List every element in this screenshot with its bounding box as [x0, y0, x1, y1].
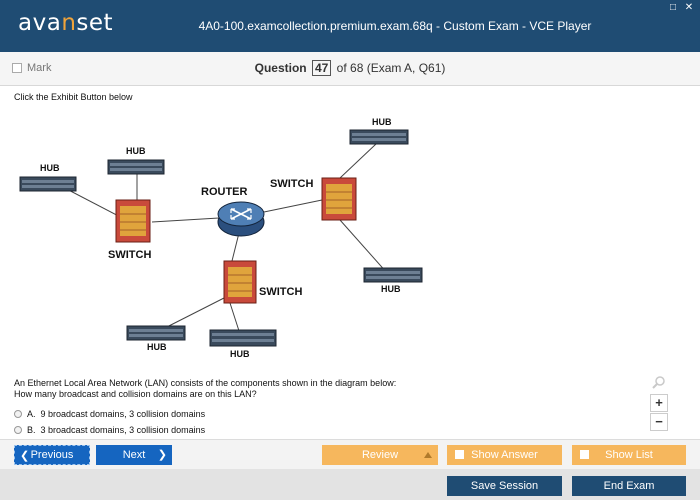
zoom-out-button[interactable]: −	[650, 413, 668, 431]
answer-option-b[interactable]: B. 3 broadcast domains, 3 collision doma…	[14, 425, 205, 435]
svg-text:HUB: HUB	[230, 349, 250, 359]
save-session-button[interactable]: Save Session	[447, 476, 562, 496]
show-list-label: Show List	[605, 449, 653, 461]
window-title: 4A0-100.examcollection.premium.exam.68q …	[198, 19, 592, 33]
question-number-box[interactable]: 47	[311, 60, 332, 76]
end-exam-button[interactable]: End Exam	[572, 476, 686, 496]
close-icon[interactable]: ✕	[684, 2, 694, 13]
svg-text:HUB: HUB	[147, 342, 167, 352]
show-list-button[interactable]: Show List	[572, 445, 686, 465]
svg-text:HUB: HUB	[126, 146, 146, 156]
question-counter: Question 47 of 68 (Exam A, Q61)	[0, 60, 700, 76]
show-answer-button[interactable]: Show Answer	[447, 445, 562, 465]
hub-top-left: HUB	[19, 163, 77, 192]
hub-top-center: HUB	[107, 146, 165, 175]
show-answer-label: Show Answer	[471, 449, 538, 461]
radio-button[interactable]	[14, 410, 22, 418]
network-exhibit-diagram: HUB HUB HUB HUB	[19, 117, 423, 359]
hub-bottom-center: HUB	[209, 329, 277, 359]
hub-top-right: HUB	[349, 117, 409, 145]
mark-label: Mark	[27, 62, 52, 74]
checkbox-icon[interactable]	[12, 63, 22, 73]
navigation-bar: ❮ Previous Next ❯ Review Show Answer Sho…	[0, 439, 700, 469]
option-text: 3 broadcast domains, 3 collision domains	[40, 425, 206, 435]
svg-text:HUB: HUB	[372, 117, 392, 127]
svg-text:SWITCH: SWITCH	[270, 178, 313, 190]
title-bar: avanset 4A0-100.examcollection.premium.e…	[0, 0, 700, 52]
next-button[interactable]: Next ❯	[96, 445, 172, 465]
svg-text:HUB: HUB	[40, 163, 60, 173]
switch-bottom: SWITCH	[223, 260, 302, 304]
mark-checkbox[interactable]: Mark	[12, 62, 51, 74]
window-controls: □ ✕	[668, 3, 694, 13]
previous-label: Previous	[30, 449, 74, 461]
review-button[interactable]: Review	[322, 445, 438, 465]
network-links	[56, 143, 389, 335]
svg-text:ROUTER: ROUTER	[201, 186, 248, 198]
bottom-bar: Save Session End Exam	[0, 469, 700, 500]
checkbox-icon[interactable]	[580, 450, 589, 459]
answer-option-a[interactable]: A. 9 broadcast domains, 3 collision doma…	[14, 409, 205, 419]
svg-text:SWITCH: SWITCH	[259, 286, 302, 298]
option-letter: B.	[27, 425, 36, 435]
question-header: Mark Question 47 of 68 (Exam A, Q61)	[0, 52, 700, 86]
svg-text:SWITCH: SWITCH	[108, 249, 151, 261]
next-label: Next	[122, 449, 146, 461]
chevron-left-icon: ❮	[20, 450, 30, 462]
svg-text:HUB: HUB	[381, 284, 401, 294]
question-line-2: How many broadcast and collision domains…	[14, 389, 257, 399]
zoom-in-button[interactable]: +	[650, 394, 668, 412]
avanset-logo: avanset	[18, 10, 114, 36]
previous-button[interactable]: ❮ Previous	[14, 445, 90, 465]
router: ROUTER	[201, 186, 265, 237]
radio-button[interactable]	[14, 426, 22, 434]
question-total: of 68 (Exam A, Q61)	[336, 61, 446, 75]
option-text: 9 broadcast domains, 3 collision domains	[40, 409, 206, 419]
question-label: Question	[254, 61, 307, 75]
switch-right: SWITCH	[270, 177, 357, 221]
exhibit-instruction: Click the Exhibit Button below	[14, 92, 133, 102]
zoom-search-icon[interactable]	[652, 375, 666, 389]
chevron-right-icon: ❯	[157, 449, 167, 461]
switch-left: SWITCH	[108, 199, 151, 261]
checkbox-icon[interactable]	[455, 450, 464, 459]
option-letter: A.	[27, 409, 36, 419]
maximize-icon[interactable]: □	[669, 2, 677, 13]
review-label: Review	[361, 449, 399, 461]
question-text: An Ethernet Local Area Network (LAN) con…	[14, 378, 396, 400]
question-line-1: An Ethernet Local Area Network (LAN) con…	[14, 378, 397, 388]
hub-right: HUB	[363, 267, 423, 294]
question-content: Click the Exhibit Button below HUB	[0, 86, 700, 439]
hub-bottom-left: HUB	[126, 325, 186, 352]
triangle-up-icon	[424, 452, 432, 458]
